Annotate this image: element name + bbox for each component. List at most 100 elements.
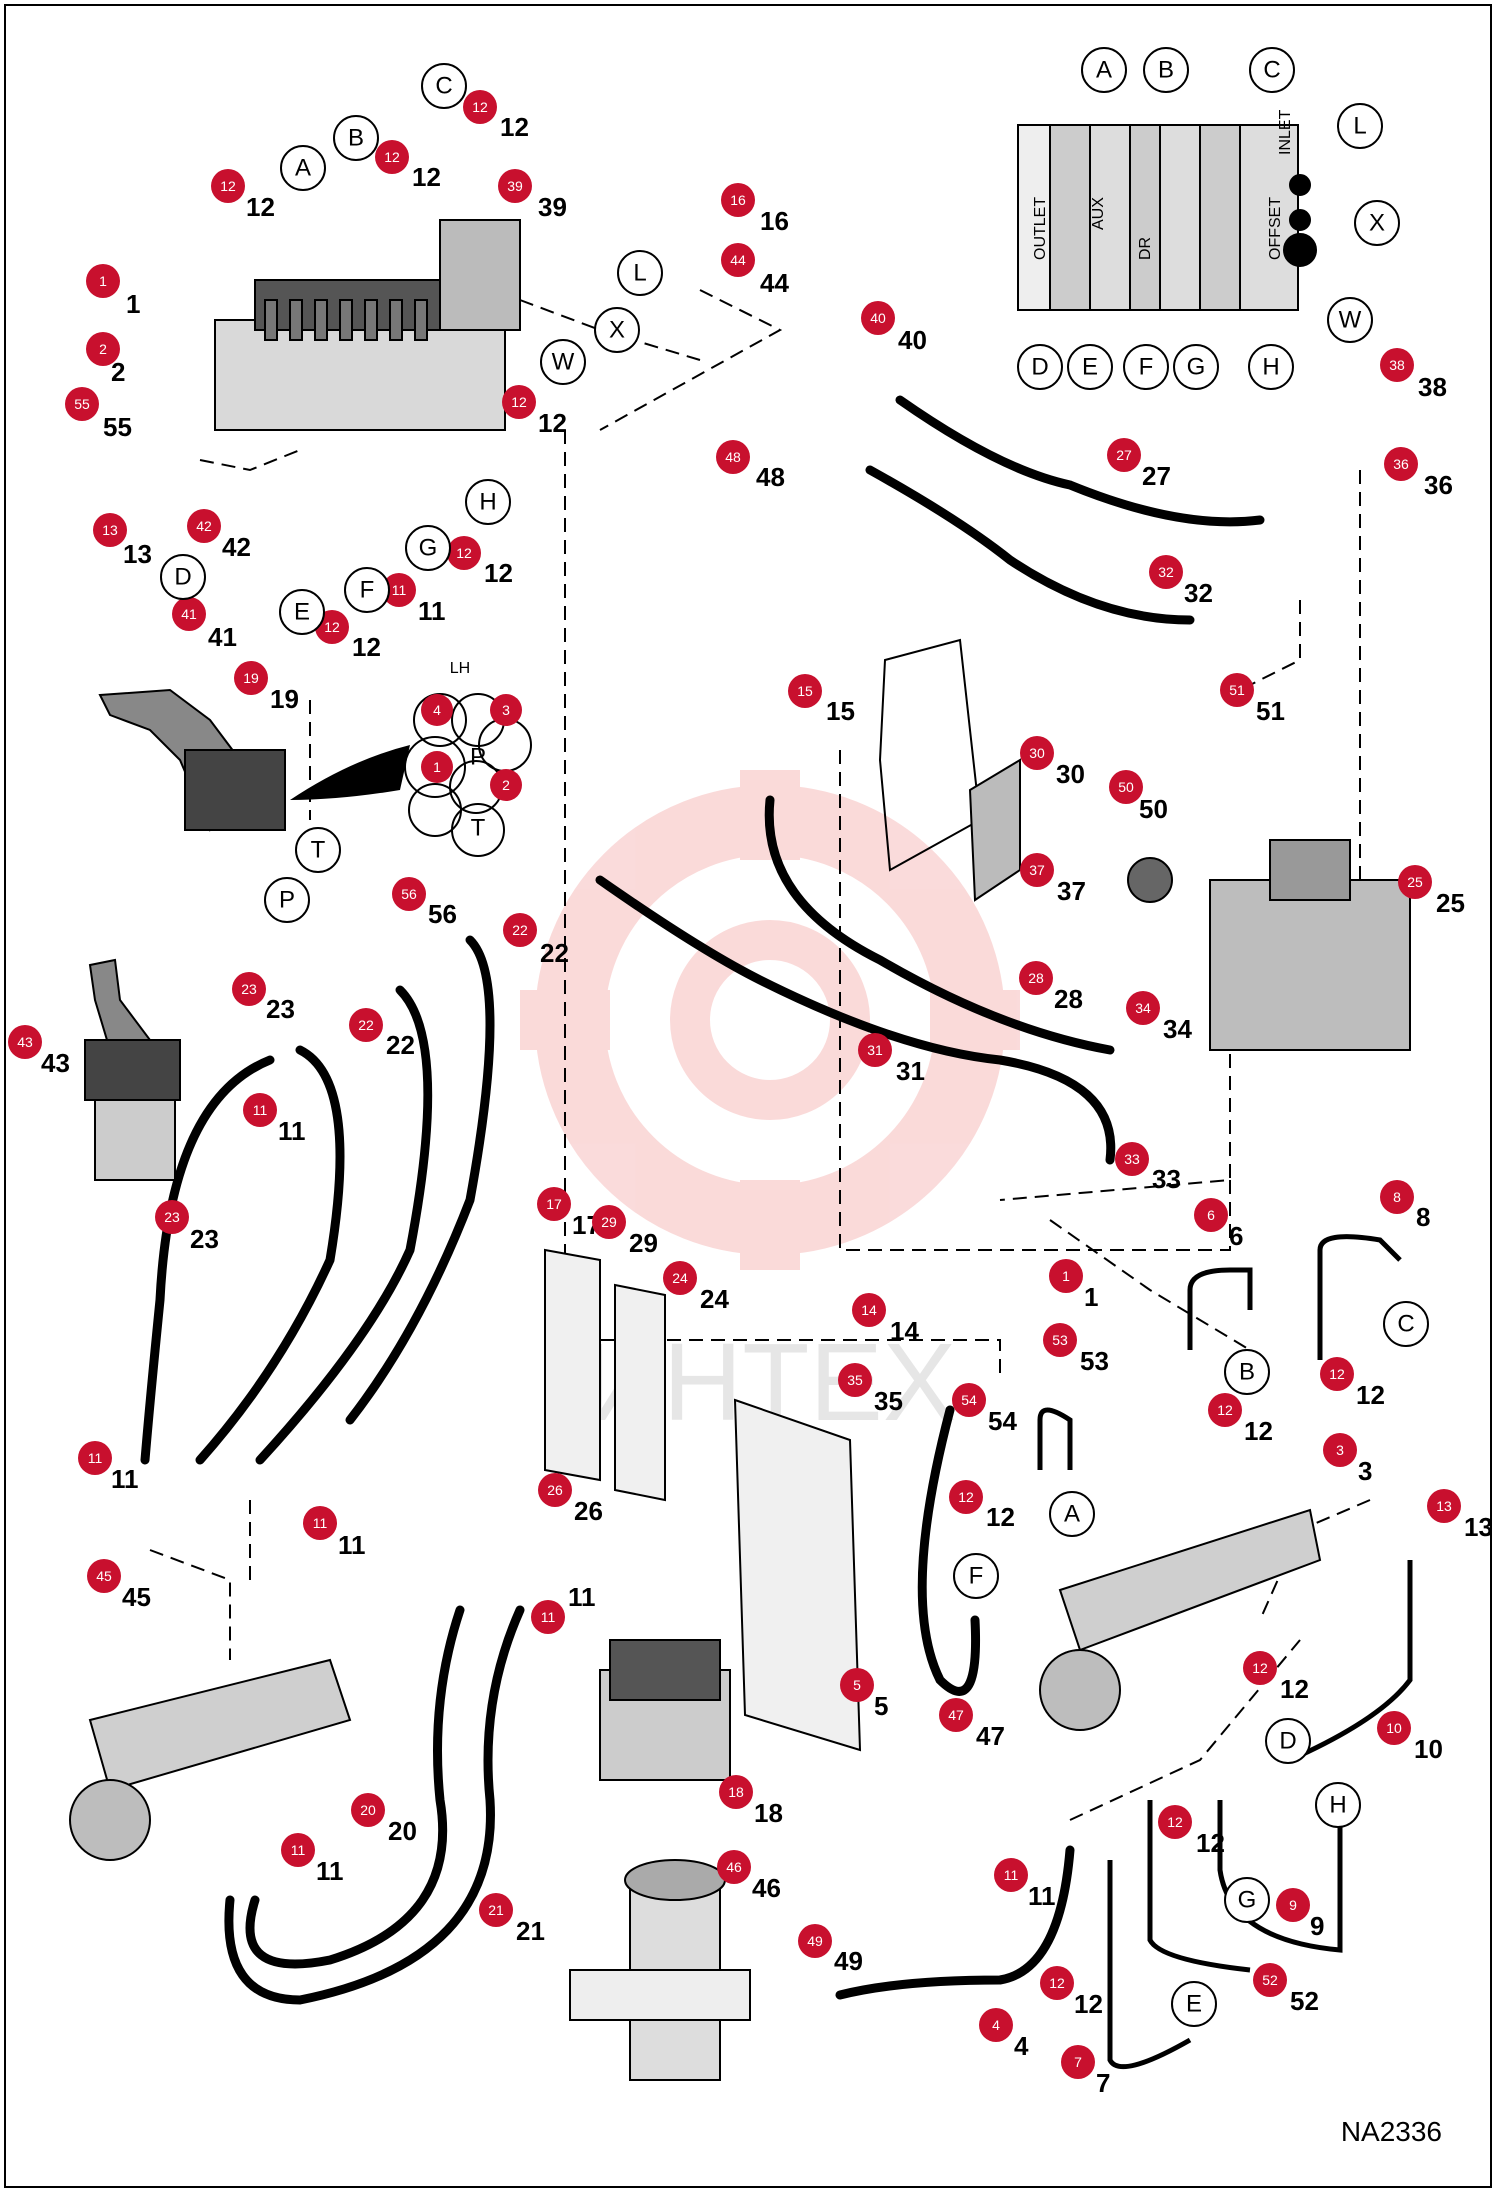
callout-badge-number: 17 (546, 1196, 562, 1212)
connection-letter-b: B (1224, 1349, 1270, 1395)
pilot-port-label: P (470, 744, 486, 771)
callout-badge (65, 387, 99, 421)
inset-letter-b: B (1143, 47, 1189, 93)
connection-letter-p: P (264, 877, 310, 923)
callout-badge-number: 8 (1393, 1189, 1401, 1205)
callout-badge (979, 2008, 1013, 2042)
callout-badge-number: 12 (1252, 1660, 1268, 1676)
callout-part-number: 51 (1256, 696, 1285, 726)
callout-badge (498, 169, 532, 203)
foot-pedal-valve (599, 1639, 731, 1781)
callout-badge-number: 11 (541, 1609, 556, 1625)
inset-letter-c: C (1249, 47, 1295, 93)
callout-1: 11 (1049, 1259, 1098, 1312)
callout-part-number: 11 (316, 1856, 344, 1886)
connection-letter-text: H (1329, 1792, 1346, 1819)
callout-badge-number: 44 (730, 252, 746, 268)
callout-part-number: 50 (1139, 794, 1168, 824)
callout-part-number: 38 (1418, 372, 1447, 402)
connection-letter-g: G (1224, 1877, 1270, 1923)
callout-part-number: 52 (1290, 1986, 1319, 2016)
inset-letter-w: W (1327, 297, 1373, 343)
callout-badge (592, 1205, 626, 1239)
callout-badge-number: 45 (96, 1568, 112, 1584)
callout-badge (1276, 1888, 1310, 1922)
callout-badge (952, 1383, 986, 1417)
callout-badge (1040, 1966, 1074, 2000)
steel-lines (1037, 1234, 1413, 2070)
callout-badge-number: 41 (181, 606, 197, 622)
callout-part-number: 30 (1056, 759, 1085, 789)
callout-part-number: 12 (1244, 1416, 1273, 1446)
callout-part-number: 42 (222, 532, 251, 562)
callout-badge-number: 11 (253, 1102, 268, 1118)
inset-letter-a: A (1081, 47, 1127, 93)
callout-part-number: 1 (1084, 1282, 1098, 1312)
inset-letter-text: B (1158, 57, 1174, 84)
callout-part-number: 28 (1054, 984, 1083, 1014)
callout-1: 11 (86, 264, 140, 319)
connection-letter-t: T (295, 827, 341, 873)
callout-badge (1427, 1489, 1461, 1523)
callout-badge-number: 36 (1393, 456, 1409, 472)
callout-badge-number: 12 (958, 1489, 974, 1505)
inset-letter-d: D (1017, 344, 1063, 390)
callout-badge (303, 1506, 337, 1540)
callout-badge (1377, 1711, 1411, 1745)
callout-badge (858, 1033, 892, 1067)
connection-letter-text: H (479, 489, 496, 516)
pilot-port-1: 1 (421, 751, 453, 783)
connection-letter-x: X (594, 307, 640, 353)
connection-letter-e: E (279, 589, 325, 635)
connection-letter-text: A (1064, 1501, 1080, 1528)
callout-50: 50 50 (1109, 770, 1168, 824)
callout-badge (1384, 447, 1418, 481)
callout-badge (86, 264, 120, 298)
callout-badge (155, 1200, 189, 1234)
inset-aux-label: AUX (1090, 197, 1107, 230)
connection-letter-text: D (174, 564, 191, 591)
callout-part-number: 12 (246, 192, 275, 222)
callout-part-number: 31 (896, 1056, 925, 1086)
callout-part-number: 12 (484, 558, 513, 588)
callout-badge (351, 1793, 385, 1827)
connection-letter-text: L (633, 260, 646, 287)
callout-badge-number: 12 (472, 99, 488, 115)
callout-badge (994, 1858, 1028, 1892)
callout-badge-number: 12 (1217, 1402, 1233, 1418)
connection-letter-f: F (344, 567, 390, 613)
connection-letter-text: B (348, 125, 364, 152)
callout-badge-number: 20 (360, 1802, 376, 1818)
callout-part-number: 11 (111, 1464, 139, 1494)
callout-badge-number: 50 (1118, 779, 1134, 795)
callout-part-number: 15 (826, 696, 855, 726)
callout-part-number: 23 (190, 1224, 219, 1254)
inset-letter-x: X (1354, 200, 1400, 246)
callout-part-number: 18 (754, 1798, 783, 1828)
inset-letter-l: L (1337, 103, 1383, 149)
callout-3: 33 (1323, 1433, 1372, 1486)
connection-letter-text: P (279, 887, 295, 914)
